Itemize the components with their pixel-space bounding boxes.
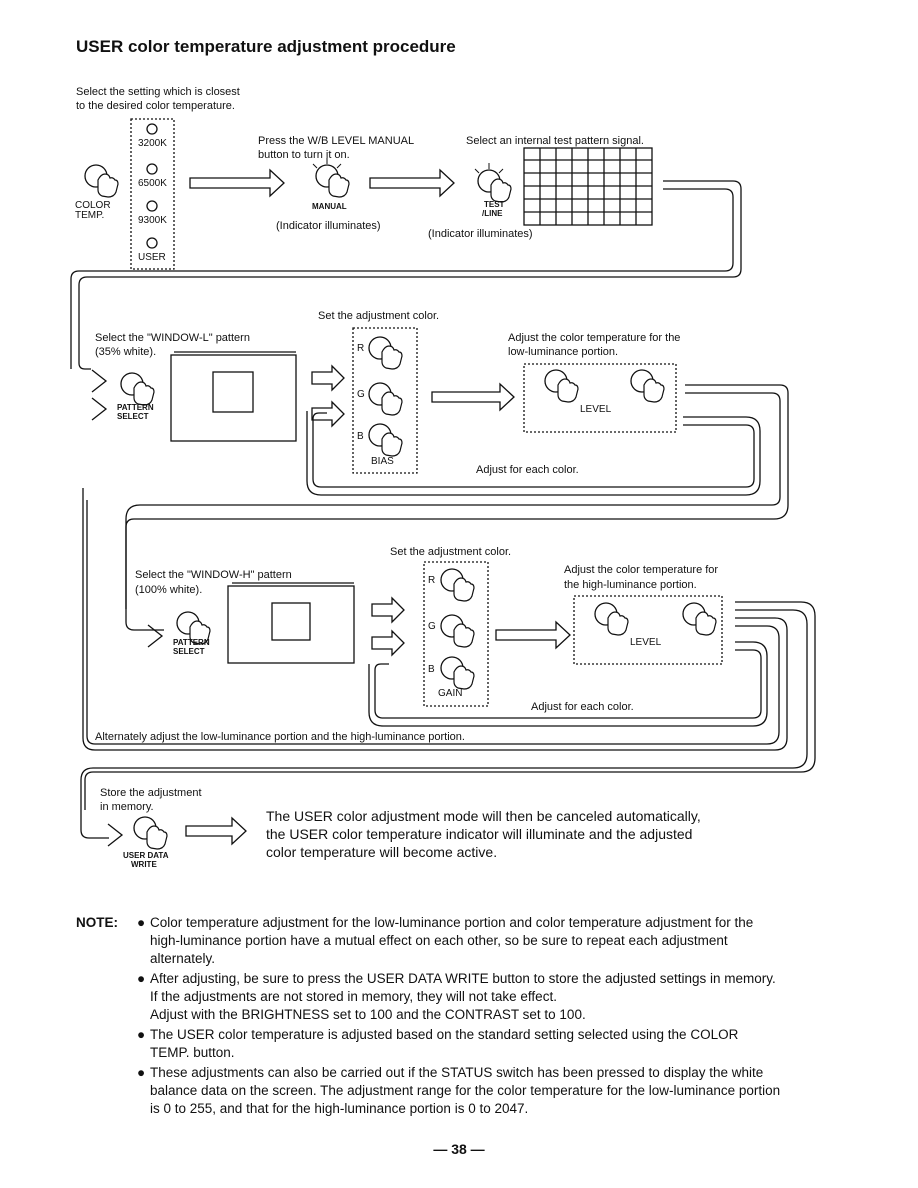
wb-instruction-2: button to turn it on. xyxy=(258,149,350,161)
note-1-line-3: alternately. xyxy=(150,951,216,966)
channel-g-high[interactable]: G xyxy=(428,621,436,632)
bullet-icon: ● xyxy=(137,1065,146,1080)
test-button-label-2[interactable]: /LINE xyxy=(482,209,503,218)
set-color-low: Set the adjustment color. xyxy=(318,310,440,322)
pattern-select-low-2: (35% white). xyxy=(95,346,157,358)
note-item: ● After adjusting, be sure to press the … xyxy=(137,970,868,1024)
each-color-low: Adjust for each color. xyxy=(476,464,579,476)
bullet-icon: ● xyxy=(137,915,146,930)
note-2-line-2: If the adjustments are not stored in mem… xyxy=(150,989,557,1004)
pattern-button-high-2[interactable]: SELECT xyxy=(173,647,205,656)
adjust-high-1: Adjust the color temperature for xyxy=(564,564,719,576)
pattern-button-low-2[interactable]: SELECT xyxy=(117,412,149,421)
adjust-low-1: Adjust the color temperature for the xyxy=(508,332,681,344)
write-button-label-2[interactable]: WRITE xyxy=(131,860,157,869)
result-line-1: The USER color adjustment mode will then… xyxy=(266,808,701,824)
color-temp-label-2: TEMP. xyxy=(75,210,105,221)
note-2-line-3: Adjust with the BRIGHTNESS set to 100 an… xyxy=(150,1007,586,1022)
adjust-low-2: low-luminance portion. xyxy=(508,346,619,358)
manual-indicator-note: (Indicator illuminates) xyxy=(276,220,381,232)
store-instruction-2: in memory. xyxy=(100,801,154,813)
test-indicator-note: (Indicator illuminates) xyxy=(428,228,533,240)
channel-g-low[interactable]: G xyxy=(357,389,365,400)
note-item: ● Color temperature adjustment for the l… xyxy=(137,914,868,968)
bullet-icon: ● xyxy=(137,971,146,986)
result-line-3: color temperature will become active. xyxy=(266,844,498,860)
note-3-line-1: The USER color temperature is adjusted b… xyxy=(150,1027,739,1042)
wb-instruction-1: Press the W/B LEVEL MANUAL xyxy=(258,135,415,147)
alternate-instruction: Alternately adjust the low-luminance por… xyxy=(95,731,465,743)
note-item: ● The USER color temperature is adjusted… xyxy=(137,1026,868,1062)
store-instruction-1: Store the adjustment xyxy=(100,787,202,799)
note-1-line-1: Color temperature adjustment for the low… xyxy=(150,915,754,930)
pattern-select-high-1: Select the "WINDOW-H" pattern xyxy=(135,569,292,581)
channel-b-high[interactable]: B xyxy=(428,664,435,675)
preset-9300k[interactable]: 9300K xyxy=(138,215,167,226)
pattern-button-high-1[interactable]: PATTERN xyxy=(173,638,210,647)
bias-label: BIAS xyxy=(371,456,394,467)
test-instruction: Select an internal test pattern signal. xyxy=(466,135,644,147)
note-3-line-2: TEMP. button. xyxy=(150,1045,235,1060)
pattern-select-high-2: (100% white). xyxy=(135,584,203,596)
adjust-high-2: the high-luminance portion. xyxy=(564,579,697,591)
write-button-label-1[interactable]: USER DATA xyxy=(123,851,169,860)
page-number: — 38 — xyxy=(433,1141,485,1157)
manual-button-label[interactable]: MANUAL xyxy=(312,202,347,211)
note-item: ● These adjustments can also be carried … xyxy=(137,1064,868,1118)
note-4-line-2: balance data on the screen. The adjustme… xyxy=(150,1083,781,1098)
pattern-button-low-1[interactable]: PATTERN xyxy=(117,403,154,412)
channel-r-low[interactable]: R xyxy=(357,343,365,354)
channel-b-low[interactable]: B xyxy=(357,431,364,442)
note-1-line-2: high-luminance portion have a mutual eff… xyxy=(150,933,728,948)
each-color-high: Adjust for each color. xyxy=(531,701,634,713)
test-button-label-1[interactable]: TEST xyxy=(484,200,505,209)
note-2-line-1: After adjusting, be sure to press the US… xyxy=(150,971,776,986)
gain-label: GAIN xyxy=(438,688,463,699)
note-4-line-1: These adjustments can also be carried ou… xyxy=(150,1065,764,1080)
intro-line-1: Select the setting which is closest xyxy=(76,86,240,98)
preset-user[interactable]: USER xyxy=(138,252,166,263)
intro-line-2: to the desired color temperature. xyxy=(76,100,235,112)
color-temp-label-1: COLOR xyxy=(75,200,111,211)
bullet-icon: ● xyxy=(137,1027,146,1042)
note-heading: NOTE: xyxy=(76,915,118,930)
level-label-low: LEVEL xyxy=(580,404,612,415)
note-4-line-3: is 0 to 255, and that for the high-lumin… xyxy=(150,1101,529,1116)
level-label-high: LEVEL xyxy=(630,637,662,648)
result-line-2: the USER color temperature indicator wil… xyxy=(266,826,693,842)
page-title: USER color temperature adjustment proced… xyxy=(76,37,456,56)
preset-3200k[interactable]: 3200K xyxy=(138,138,167,149)
preset-6500k[interactable]: 6500K xyxy=(138,178,167,189)
pattern-select-low-1: Select the "WINDOW-L" pattern xyxy=(95,332,250,344)
procedure-diagram xyxy=(70,118,816,850)
set-color-high: Set the adjustment color. xyxy=(390,546,512,558)
channel-r-high[interactable]: R xyxy=(428,575,436,586)
